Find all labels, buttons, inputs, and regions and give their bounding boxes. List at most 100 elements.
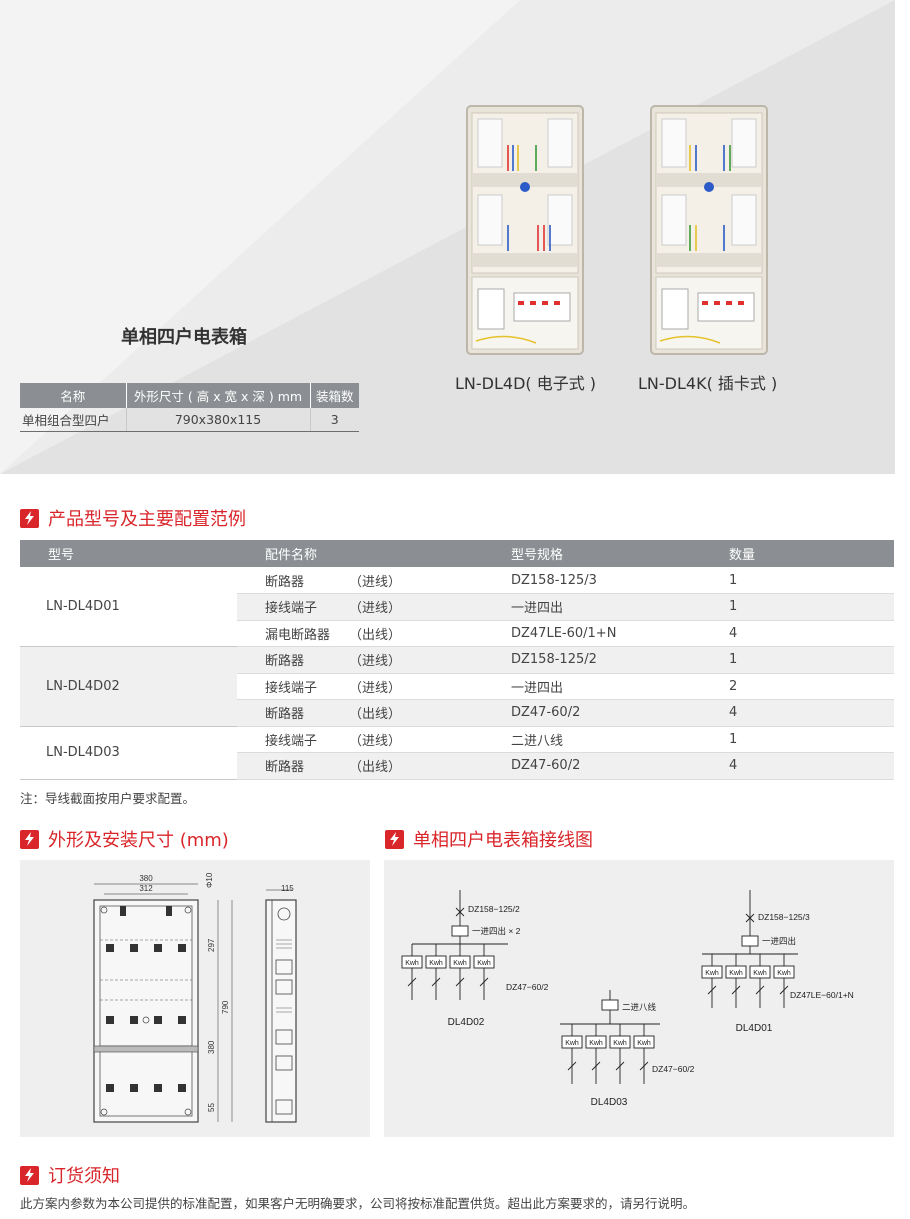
spec-cell: 一进四出 [483,673,701,700]
part-name: 接线端子 [265,733,318,749]
dim-312: 312 [139,884,153,893]
config-section-title: 产品型号及主要配置范例 [48,509,246,530]
spec-cell: DZ47-60/2 [483,699,701,727]
spec-row: 单相组合型四户 790x380x115 3 [20,408,359,432]
qty-cell: 2 [701,673,894,700]
dim-790: 790 [221,1000,230,1014]
d02-terminal-label: 一进四出 × 2 [472,926,521,936]
table-row: LN-DL4D03 接线端子 （进线） 二进八线 1 [20,726,894,780]
part-direction: （出线） [349,707,402,723]
part-direction: （进线） [349,733,402,749]
qty-cell: 1 [701,726,894,753]
part-name: 断路器 [265,760,305,776]
config-header-model: 型号 [20,540,237,567]
part-name: 断路器 [265,707,305,723]
order-notice-text: 此方案内参数为本公司提供的标准配置，如果客户无明确要求，公司将按标准配置供货。超… [20,1196,696,1211]
dim-55: 55 [207,1103,216,1112]
order-section-title: 订货须知 [48,1166,120,1187]
table-row: LN-DL4D02 断路器（进线） DZ158-125/2 1 [20,646,894,727]
kwh-meter-label: Kwh [453,960,467,967]
kwh-meter-label: Kwh [477,960,491,967]
table-row: 漏电断路器 （出线） DZ47LE-60/1+N 4 [20,620,894,647]
dims-section-title: 外形及安装尺寸 (mm) [48,830,229,851]
dim-380-top: 380 [139,874,153,883]
config-table: 型号 配件名称 型号规格 数量 LN-DL4D01 断路器 （进线） DZ158-… [20,540,894,780]
spec-table: 名称 外形尺寸 ( 高 x 宽 x 深 ) mm 装箱数 单相组合型四户 790… [20,383,359,432]
d02-output-label: DZ47−60/2 [506,982,549,992]
part-cell: 接线端子（进线） [237,593,483,621]
part-direction: （进线） [349,654,402,670]
kwh-meter-label: Kwh [705,970,719,977]
part-name: 断路器 [265,654,305,670]
qty-cell: 1 [701,646,894,674]
part-cell: 接线端子 （进线） [237,673,483,700]
spec-cell-qty: 3 [310,408,359,432]
dim-380-side: 380 [207,1040,216,1054]
d03-terminal-label: 二进八线 [622,1002,657,1012]
hero-title: 单相四户电表箱 [121,327,247,348]
spec-cell: DZ47LE-60/1+N [483,620,701,647]
table-row: 接线端子（进线） 一进四出 1 [20,593,894,621]
table-row: 断路器（出线） DZ47-60/2 4 [20,752,894,780]
order-section-header: 订货须知 [20,1162,120,1188]
dims-section-header: 外形及安装尺寸 (mm) [20,826,229,852]
d01-breaker-label: DZ158−125/3 [758,912,810,922]
qty-cell: 1 [701,593,894,621]
dims-drawing-panel: 380 312 Φ10 297 790 380 55 115 [20,860,370,1137]
kwh-meter-label: Kwh [613,1040,627,1047]
part-direction: （出线） [349,760,402,776]
part-direction: （进线） [349,601,402,617]
part-cell: 断路器 （出线） [237,699,483,727]
wiring-diagram: Kwh Kwh Kwh Kwh Kwh Kwh Kwh Kwh Kwh Kwh … [401,890,854,1108]
part-cell: 断路器（进线） [237,567,483,594]
d01-name: DL4D01 [736,1023,773,1034]
model-cell: LN-DL4D03 [20,726,237,780]
qty-cell: 4 [701,752,894,780]
wiring-section-title: 单相四户电表箱接线图 [413,830,593,851]
part-name: 漏电断路器 [265,627,331,643]
d01-terminal-label: 一进四出 [762,936,796,946]
kwh-meter-label: Kwh [589,1040,603,1047]
spec-header-name: 名称 [20,383,127,408]
config-header-spec: 型号规格 [483,540,701,567]
qty-cell: 4 [701,699,894,727]
dims-drawing: 380 312 Φ10 297 790 380 55 115 [93,872,297,1123]
model-cell: LN-DL4D01 [20,567,237,647]
part-direction: （出线） [349,627,402,643]
part-cell: 断路器 （出线） [237,752,483,780]
d03-name: DL4D03 [591,1097,628,1108]
config-header-qty: 数量 [701,540,894,567]
table-row: 断路器 （出线） DZ47-60/2 4 [20,699,894,727]
product-caption-dl4k: LN-DL4K( 插卡式 ) [638,374,778,393]
dim-297: 297 [207,938,216,952]
dim-hole: Φ10 [205,872,214,888]
table-row: LN-DL4D01 断路器（进线） DZ158-125/3 1 [20,567,894,647]
kwh-meter-label: Kwh [565,1040,579,1047]
kwh-meter-label: Kwh [405,960,419,967]
spec-cell-size: 790x380x115 [126,408,311,432]
part-cell: 漏电断路器 （出线） [237,620,483,647]
part-name: 断路器 [265,574,305,590]
lightning-icon [20,508,39,528]
part-cell: 接线端子 （进线） [237,726,483,753]
config-header-part: 配件名称 [237,540,483,567]
qty-cell: 4 [701,620,894,647]
config-section-header: 产品型号及主要配置范例 [20,505,246,531]
hero-section: 单相四户电表箱 名称 外形尺寸 ( 高 x 宽 x 深 ) mm 装箱数 单相组… [0,0,895,474]
lightning-icon [20,829,39,849]
spec-cell: 二进八线 [483,726,701,753]
kwh-meter-label: Kwh [729,970,743,977]
d02-breaker-label: DZ158−125/2 [468,904,520,914]
product-caption-dl4d: LN-DL4D( 电子式 ) [455,374,597,393]
lightning-icon [20,1165,39,1185]
spec-cell: DZ158-125/2 [483,646,701,674]
part-name: 接线端子 [265,680,318,696]
part-direction: （进线） [349,680,402,696]
product-image-dl4d [466,105,584,355]
kwh-meter-label: Kwh [777,970,791,977]
part-cell: 断路器 （进线） [237,646,483,674]
wiring-diagram-panel: Kwh Kwh Kwh Kwh Kwh Kwh Kwh Kwh Kwh Kwh … [384,860,894,1137]
d01-output-label: DZ47LE−60/1+N [790,990,854,1000]
config-note: 注：导线截面按用户要求配置。 [20,791,196,806]
dim-115: 115 [281,884,294,893]
